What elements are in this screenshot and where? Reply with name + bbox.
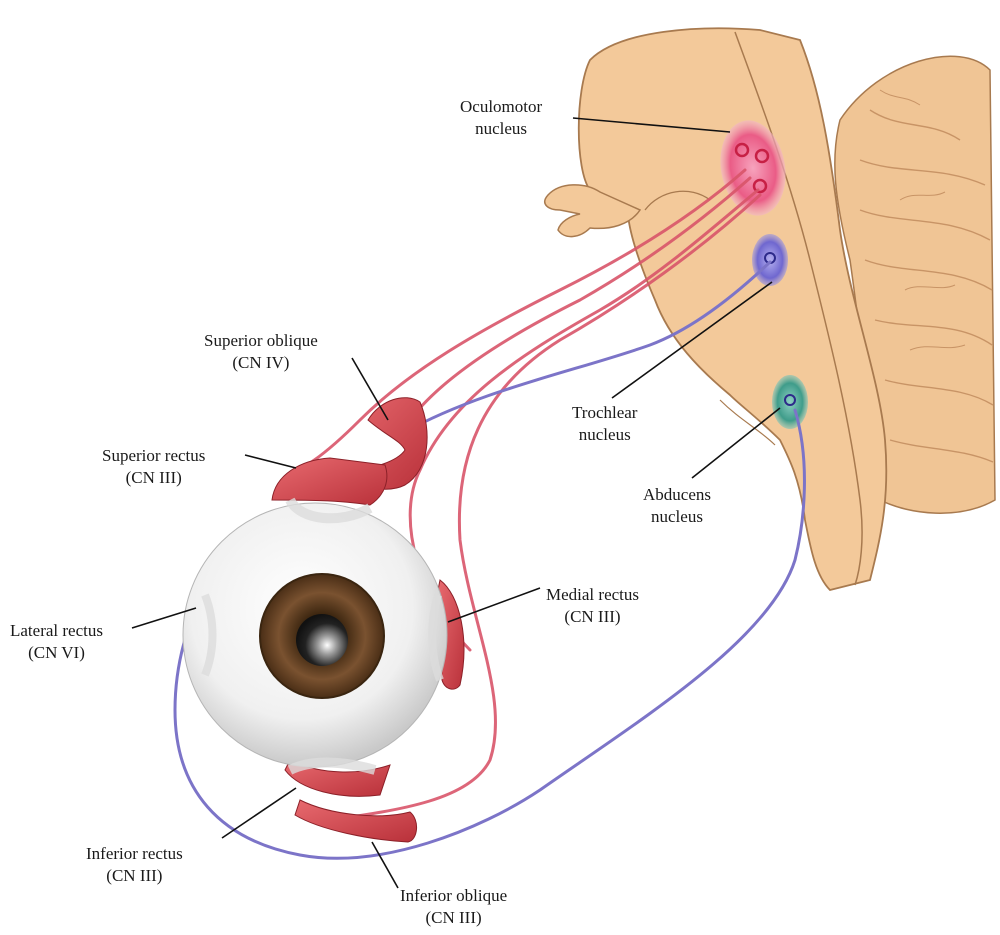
label-trochlear-nucleus: Trochlear nucleus [572,402,637,446]
label-text: nucleus [572,424,637,446]
label-text: Superior oblique [204,330,318,352]
label-superior-oblique: Superior oblique (CN IV) [204,330,318,374]
label-text: Inferior rectus [86,843,183,865]
label-text: (CN IV) [204,352,318,374]
label-text: Lateral rectus [10,620,103,642]
label-text: Inferior oblique [400,885,507,907]
trochlear-nucleus [752,234,788,286]
label-text: nucleus [460,118,542,140]
eyeball [183,458,464,842]
label-abducens-nucleus: Abducens nucleus [643,484,711,528]
label-text: (CN III) [86,865,183,887]
label-text: (CN III) [546,606,639,628]
label-lateral-rectus: Lateral rectus (CN VI) [10,620,103,664]
label-inferior-oblique: Inferior oblique (CN III) [400,885,507,929]
label-inferior-rectus: Inferior rectus (CN III) [86,843,183,887]
label-text: nucleus [643,506,711,528]
label-text: Trochlear [572,402,637,424]
abducens-nucleus [772,375,808,429]
label-text: Abducens [643,484,711,506]
label-text: (CN III) [400,907,507,929]
label-superior-rectus: Superior rectus (CN III) [102,445,205,489]
label-text: (CN III) [102,467,205,489]
label-text: Oculomotor [460,96,542,118]
label-text: (CN VI) [10,642,103,664]
label-text: Superior rectus [102,445,205,467]
label-oculomotor-nucleus: Oculomotor nucleus [460,96,542,140]
label-text: Medial rectus [546,584,639,606]
label-medial-rectus: Medial rectus (CN III) [546,584,639,628]
